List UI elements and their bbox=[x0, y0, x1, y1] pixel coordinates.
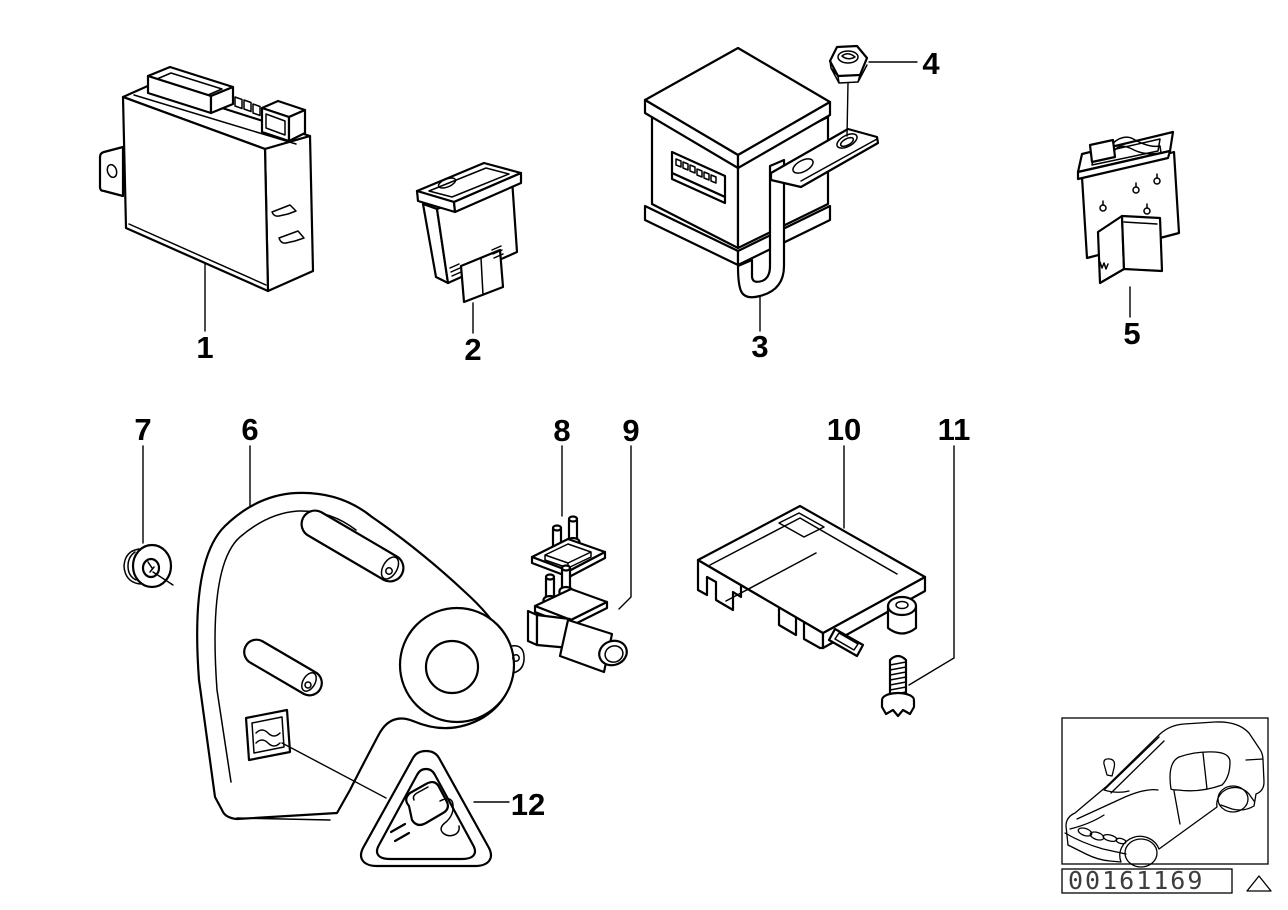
part-4-hex-nut-drawing bbox=[828, 44, 869, 84]
bracket-strap bbox=[736, 158, 786, 299]
callout-7[interactable]: 7 bbox=[134, 412, 151, 447]
leader-line-9 bbox=[618, 445, 632, 610]
side-clip bbox=[271, 204, 297, 217]
image-number: 00161169 bbox=[1068, 866, 1204, 895]
side-clip bbox=[278, 230, 305, 244]
part-3-relay-bracket-drawing bbox=[643, 46, 880, 299]
screw-threads bbox=[889, 661, 907, 696]
callout-6[interactable]: 6 bbox=[241, 412, 258, 447]
mounting-tab bbox=[98, 145, 125, 198]
part-1-control-module-drawing bbox=[98, 65, 315, 293]
callout-2[interactable]: 2 bbox=[464, 332, 481, 367]
callout-9[interactable]: 9 bbox=[622, 413, 639, 448]
print-triangle-icon bbox=[1246, 875, 1272, 892]
bracket-hole bbox=[836, 133, 858, 149]
clip-lever bbox=[1088, 138, 1117, 164]
part-11-screw-drawing bbox=[880, 654, 916, 718]
leader-line-7b bbox=[152, 571, 174, 586]
callout-11[interactable]: 11 bbox=[938, 412, 971, 447]
callout-10[interactable]: 10 bbox=[827, 412, 861, 447]
part-6-siren-drawing bbox=[196, 491, 525, 821]
callouts: 1 2 3 4 5 6 7 8 9 10 11 12 bbox=[134, 46, 1140, 822]
leader-line-11 bbox=[908, 445, 955, 686]
leader-line-12b bbox=[281, 742, 387, 799]
plate-holes bbox=[1099, 173, 1161, 215]
terminal-hatch bbox=[449, 245, 504, 277]
callout-8[interactable]: 8 bbox=[553, 413, 570, 448]
callout-1[interactable]: 1 bbox=[196, 330, 213, 365]
callout-12[interactable]: 12 bbox=[511, 787, 545, 822]
barrel-socket bbox=[558, 618, 614, 674]
part-7-grommet-drawing bbox=[123, 543, 173, 589]
leader-lines bbox=[142, 61, 1131, 803]
car-outline-icon bbox=[1064, 721, 1265, 868]
image-number-box: 00161169 bbox=[1061, 866, 1233, 895]
bracket-hole bbox=[792, 158, 814, 174]
warning-triangle-plug-icon bbox=[389, 780, 460, 843]
horn-mouth bbox=[398, 606, 516, 724]
callout-4[interactable]: 4 bbox=[922, 46, 940, 81]
part-2-switch-drawing bbox=[415, 161, 523, 304]
car-thumbnail-box bbox=[1061, 717, 1269, 868]
part-5-contact-switch-drawing bbox=[1076, 130, 1181, 285]
connector-pins bbox=[234, 96, 261, 117]
callout-3[interactable]: 3 bbox=[751, 329, 768, 364]
part-10-control-module-drawing bbox=[696, 504, 927, 658]
leader-line-4b bbox=[846, 82, 849, 137]
callout-5[interactable]: 5 bbox=[1123, 316, 1140, 351]
part-9-switch-socket-drawing bbox=[526, 564, 628, 674]
siren-boss bbox=[300, 509, 405, 583]
tab-hole bbox=[106, 163, 118, 179]
part-12-warning-label-drawing bbox=[359, 749, 493, 868]
